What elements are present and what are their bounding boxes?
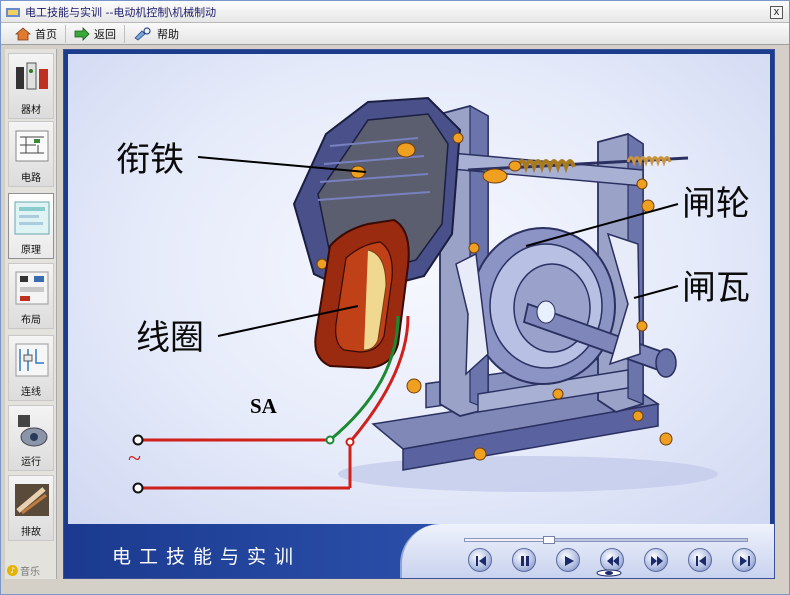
toolbar: 首页 返回 帮助 [1,23,789,45]
sidebar-item-label: 布局 [21,315,41,326]
sidebar-item-layout[interactable]: 布局 [8,263,54,329]
diagram-canvas: 衔铁 线圈 闸轮 闸瓦 SA ~ [68,54,770,524]
help-icon [134,26,151,41]
sidebar-item-label: 原理 [21,245,41,256]
sidebar-item-wiring[interactable]: 连线 [8,335,54,401]
sidebar-item-equipment[interactable]: 器材 [8,53,54,119]
sidebar-item-label: 运行 [21,457,41,468]
pause-button[interactable] [512,548,536,572]
sidebar-item-principle[interactable]: 原理 [8,193,54,259]
electromagnetic-brake-diagram [132,96,718,494]
run-icon [18,415,48,447]
label-coil: 线圈 [136,318,204,358]
fast-forward-icon [651,556,663,566]
brake-shoe [606,232,641,366]
progress-bar[interactable] [464,536,748,544]
help-button[interactable]: 帮助 [125,25,187,43]
back-label: 返回 [94,27,116,41]
principle-icon [14,201,50,235]
circuit-wires [132,315,410,494]
ac-source-symbol: ~ [128,446,141,472]
arrow-right-icon [74,26,90,41]
music-label: 音乐 [20,567,40,578]
bolts [406,132,673,461]
publisher-logo-icon [596,569,622,577]
next-icon [740,556,750,566]
fast-forward-button[interactable] [644,548,668,572]
equipment-icon [16,62,48,90]
play-icon [565,556,574,566]
play-button[interactable] [556,548,580,572]
rewind-to-start-button[interactable] [468,548,492,572]
label-switch-sa: SA [250,394,277,418]
app-icon [6,7,20,17]
circuit-icon [15,130,49,162]
spring-assembly [467,156,689,184]
sidebar-item-troubleshoot[interactable]: 排故 [8,475,54,541]
close-button[interactable]: x [770,6,783,19]
callout-lines [197,156,679,337]
home-icon [15,26,31,40]
previous-button[interactable] [688,548,712,572]
back-button[interactable]: 返回 [66,24,125,43]
sidebar-item-label: 排故 [21,527,41,538]
next-button[interactable] [732,548,756,572]
progress-fill [465,539,544,541]
window-title: 电工技能与实训 --电动机控制\机械制动 [25,5,217,19]
pause-icon [521,556,529,566]
layout-icon [15,271,49,305]
rewind-icon [607,556,619,566]
progress-knob[interactable] [543,536,555,544]
sidebar-item-run[interactable]: 运行 [8,405,54,471]
bottom-bar: 电工技能与实训 [64,524,774,578]
playback-controls [400,524,774,578]
home-label: 首页 [35,27,57,41]
label-brake-shoe: 闸瓦 [682,268,750,308]
music-toggle[interactable]: ♪ 音乐 [7,563,40,578]
troubleshoot-icon [15,484,49,516]
music-icon: ♪ [7,565,18,576]
sidebar-item-label: 连线 [21,387,41,398]
sidebar: 器材 电路 原理 [5,49,57,579]
rewind-to-start-icon [476,556,486,566]
home-button[interactable]: 首页 [7,24,66,43]
sidebar-item-label: 电路 [21,173,41,184]
brand-title: 电工技能与实训 [112,546,302,568]
previous-icon [696,556,706,566]
brake-wheel [470,227,677,385]
label-brake-wheel: 闸轮 [682,184,750,224]
sidebar-item-label: 器材 [21,105,41,116]
coil [314,218,410,370]
content-stage: 衔铁 线圈 闸轮 闸瓦 SA ~ 电工技能与实训 [63,49,775,579]
sidebar-item-circuit[interactable]: 电路 [8,121,54,187]
label-armature: 衔铁 [116,140,184,180]
help-label: 帮助 [157,27,179,41]
title-bar: 电工技能与实训 --电动机控制\机械制动 x [1,1,789,23]
wiring-icon [15,343,49,377]
